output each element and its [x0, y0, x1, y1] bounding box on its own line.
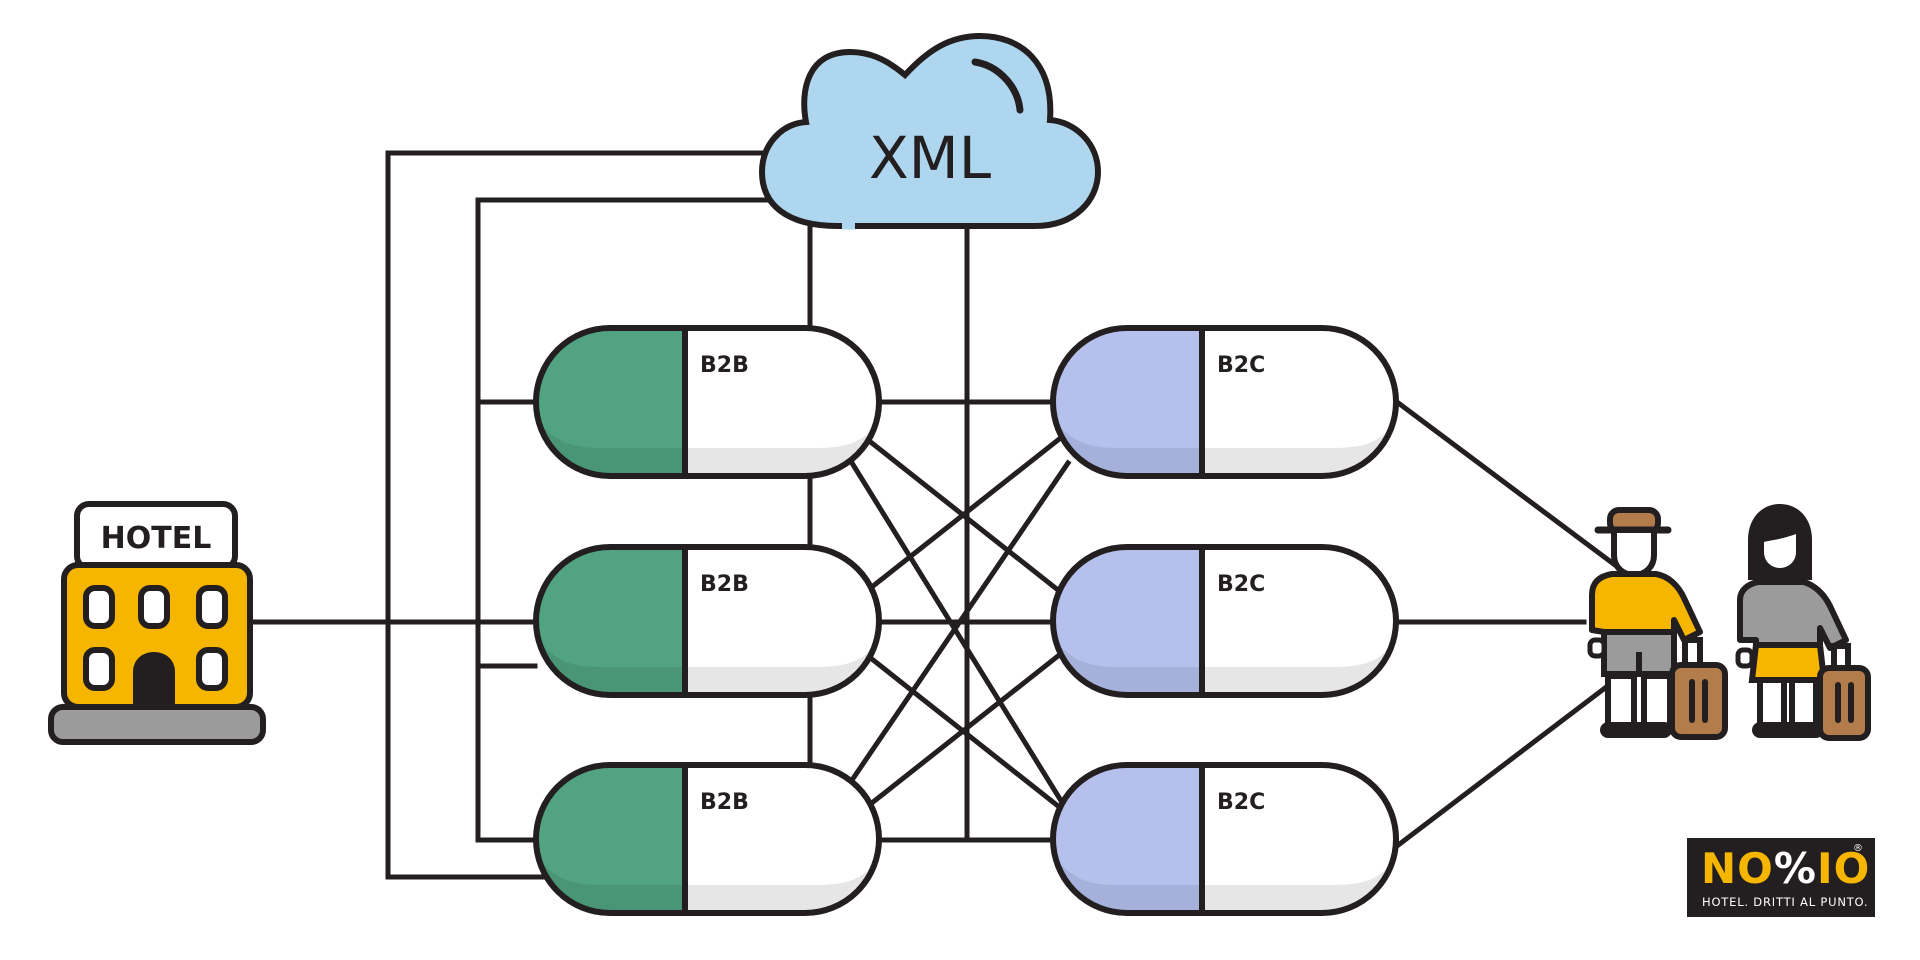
suitcase-icon: [1817, 643, 1871, 741]
logo-wordmark: NO%IO: [1701, 844, 1870, 894]
b2c-channel-2[interactable]: B2C: [1050, 544, 1399, 698]
b2c-label: B2C: [1217, 572, 1265, 597]
b2b-channel-2[interactable]: B2B: [533, 544, 882, 698]
b2c-channel-3[interactable]: B2C: [1050, 762, 1399, 916]
b2c-channel-1[interactable]: B2C: [1050, 325, 1399, 479]
suitcase-icon: [1669, 637, 1728, 740]
line-b2b3-b2c1: [848, 459, 1072, 784]
line-b2b3-b2c2: [864, 652, 1062, 810]
b2b-label: B2B: [700, 353, 749, 378]
registered-mark: ®: [1853, 843, 1863, 854]
b2b-label: B2B: [700, 572, 749, 597]
line-xml-outer-loop: [385, 150, 773, 880]
nozio-logo: NO%IO ® HOTEL. DRITTI AL PUNTO.: [1687, 838, 1875, 917]
connection-lines: [249, 150, 1619, 880]
xml-label: XML: [869, 124, 991, 192]
logo-tagline: HOTEL. DRITTI AL PUNTO.: [1702, 895, 1869, 909]
b2c-label: B2C: [1217, 353, 1265, 378]
travelers-icon: [1587, 504, 1871, 741]
b2c-label: B2C: [1217, 790, 1265, 815]
hotel-building-icon: HOTEL: [48, 501, 266, 745]
traveler-woman-icon: [1735, 504, 1849, 738]
xml-cloud: XML: [758, 32, 1102, 230]
b2b-label: B2B: [700, 790, 749, 815]
cloud-shine-icon: [971, 58, 1024, 114]
logo-part-percent: %: [1773, 844, 1817, 893]
b2b-channel-1[interactable]: B2B: [533, 325, 882, 479]
line-b2c3-travelers: [1393, 684, 1609, 850]
logo-part-no: NO: [1701, 844, 1774, 893]
line-b2c1-travelers: [1393, 398, 1619, 569]
line-b2b2-b2c1: [864, 436, 1062, 594]
line-b2b1-b2c3: [848, 459, 1072, 816]
cloud-icon: [758, 32, 1102, 229]
hotel-label: HOTEL: [101, 521, 212, 556]
b2b-channel-3[interactable]: B2B: [533, 762, 882, 916]
line-xml-inner-loop: [475, 197, 778, 843]
traveler-man-icon: [1587, 507, 1703, 738]
logo-part-io: IO: [1816, 844, 1871, 893]
